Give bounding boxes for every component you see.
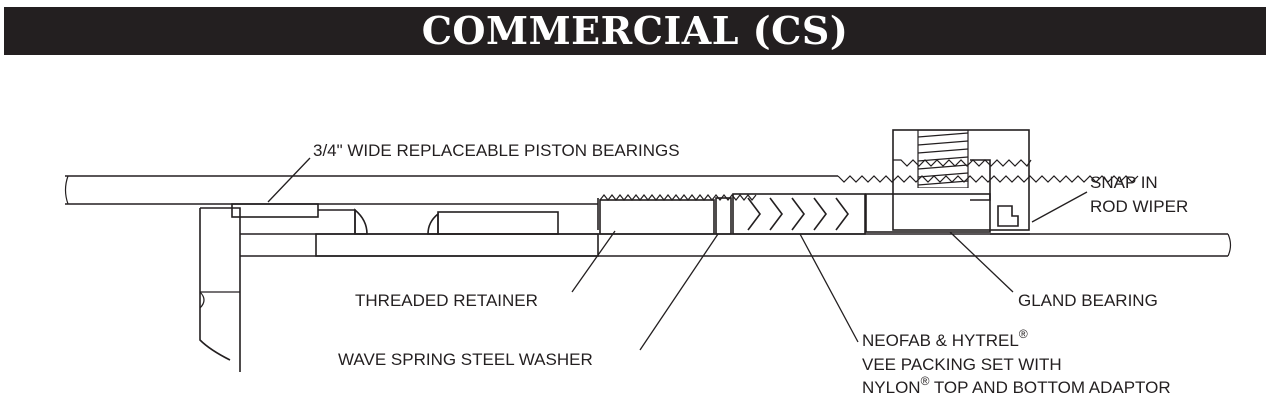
neofab-text: NEOFAB & HYTREL	[862, 331, 1019, 350]
label-piston-bearings: 3/4" WIDE REPLACEABLE PISTON BEARINGS	[313, 141, 680, 160]
piston-body	[318, 208, 559, 235]
registered-mark: ®	[921, 374, 930, 388]
page-title: COMMERCIAL (CS)	[421, 8, 849, 53]
label-threaded-retainer: THREADED RETAINER	[355, 291, 538, 310]
wave-spring-washer	[715, 197, 732, 235]
nylon-text: NYLON	[862, 378, 921, 397]
gland-nut	[892, 129, 1032, 231]
registered-mark: ®	[1019, 327, 1028, 341]
leader-lines	[267, 157, 1088, 351]
end-cap	[199, 207, 241, 372]
label-neofab-line3: NYLON® TOP AND BOTTOM ADAPTOR	[862, 374, 1171, 397]
piston-rod	[64, 175, 838, 230]
label-gland-bearing: GLAND BEARING	[1018, 291, 1158, 310]
vee-packing-set	[732, 193, 866, 235]
label-neofab-line2: VEE PACKING SET WITH	[862, 355, 1062, 374]
cylinder-tube	[240, 233, 1232, 257]
label-rod-wiper: ROD WIPER	[1090, 197, 1188, 216]
gland-bearing	[865, 193, 991, 233]
piston-bearing	[231, 203, 319, 218]
label-neofab-line1: NEOFAB & HYTREL®	[862, 327, 1028, 350]
label-snap-in: SNAP IN	[1090, 173, 1158, 192]
rod-wiper	[990, 205, 1030, 235]
title-banner: COMMERCIAL (CS)	[4, 7, 1266, 55]
adaptor-text: TOP AND BOTTOM ADAPTOR	[929, 378, 1170, 397]
rod-thread	[837, 175, 1139, 183]
label-wave-spring: WAVE SPRING STEEL WASHER	[338, 350, 593, 369]
